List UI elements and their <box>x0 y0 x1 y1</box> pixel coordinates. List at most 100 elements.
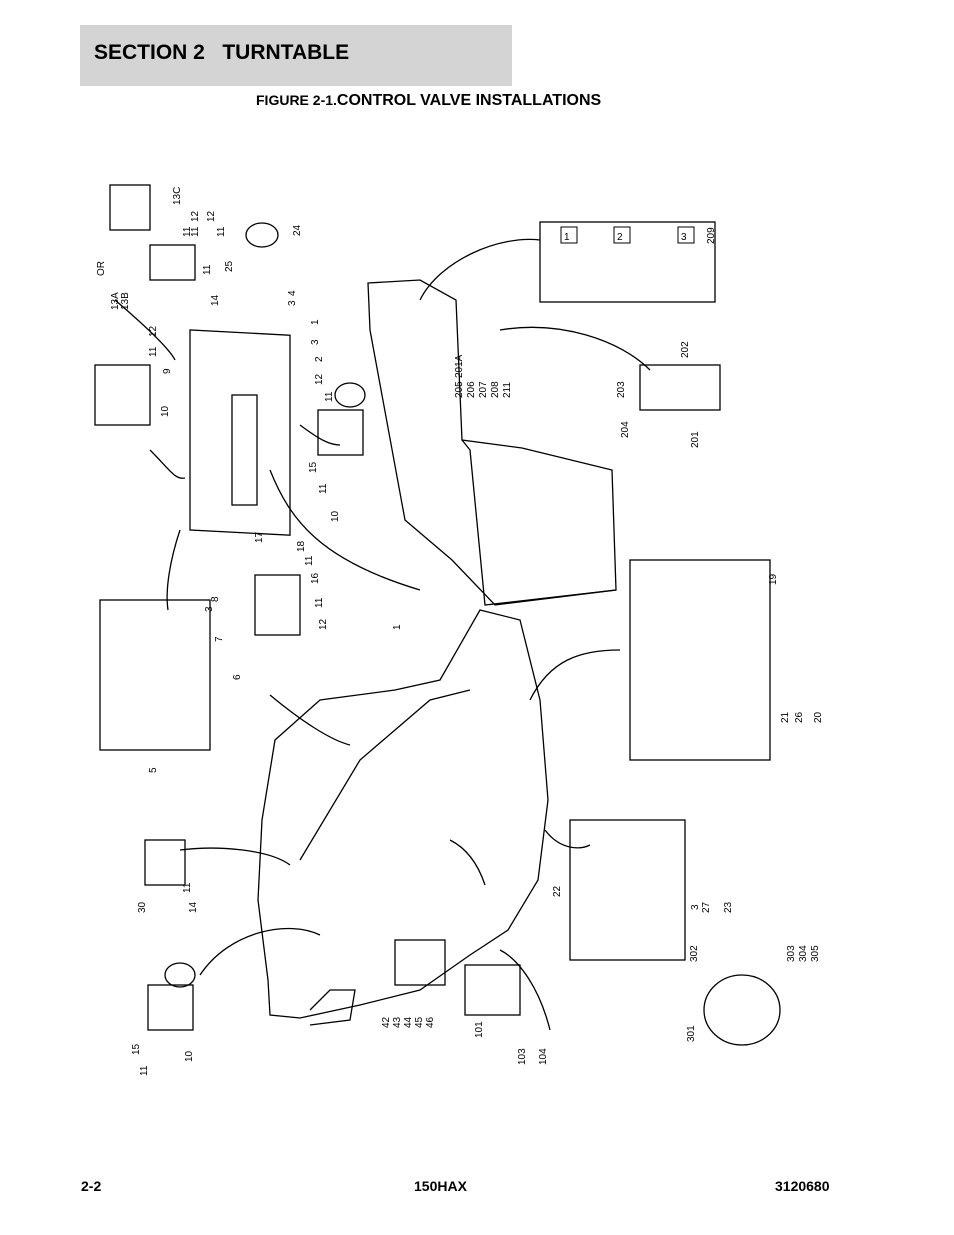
page-number: 2-2 <box>81 1178 102 1194</box>
callout-labels: 13C 12 11 24 OR 11 12 11 25 11 13A 13B 1… <box>96 187 824 1076</box>
turntable-upright <box>367 279 617 606</box>
callout-label: 201A <box>454 354 465 378</box>
callout-label: 10 <box>184 1050 195 1062</box>
leader-line <box>529 649 621 701</box>
callout-label: 211 <box>502 382 513 398</box>
valve-22 <box>569 819 686 961</box>
callout-label: 18 <box>296 540 307 552</box>
callout-label: 10 <box>160 405 171 417</box>
callout-label: 16 <box>310 572 321 584</box>
leader-line <box>499 326 651 371</box>
callout-label: 42 <box>381 1016 392 1028</box>
callout-label: 15 <box>308 461 319 473</box>
callout-label: 10 <box>330 510 341 522</box>
callout-label: 25 <box>224 260 235 272</box>
valve-201 <box>639 364 721 411</box>
leader-line <box>499 949 551 1031</box>
panel-number-1: 1 <box>564 232 570 243</box>
valve-9 <box>94 364 151 426</box>
panel-number-2: 2 <box>617 232 623 243</box>
callout-label: 20 <box>813 711 824 723</box>
callout-label: 11 <box>318 483 329 494</box>
leader-line <box>179 847 291 866</box>
leader-line <box>544 829 591 849</box>
callout-label: 11 <box>304 555 315 566</box>
valve-bank-5 <box>99 599 211 751</box>
leader-line <box>299 424 341 446</box>
leader-line <box>449 839 486 886</box>
callout-label: 11 <box>148 346 159 357</box>
leader-line <box>166 529 181 611</box>
leader-line <box>419 238 541 301</box>
callout-label: 205 <box>454 381 465 398</box>
callout-label: 208 <box>490 381 501 398</box>
callout-label: 46 <box>425 1016 436 1028</box>
turntable-rail-lower <box>309 989 356 1026</box>
callout-label: 304 <box>798 945 809 962</box>
callout-label: 203 <box>616 381 627 398</box>
callout-label: 2 <box>314 356 325 362</box>
callout-label: 15 <box>131 1043 142 1055</box>
callout-label: 11 <box>314 597 325 608</box>
callout-label: 12 <box>190 210 201 222</box>
callout-label: 202 <box>680 341 691 358</box>
callout-label: 209 <box>706 227 717 244</box>
valve-13a <box>149 244 196 281</box>
valve-16 <box>254 574 301 636</box>
callout-label: 8 <box>210 596 221 602</box>
document-number: 3120680 <box>775 1178 830 1194</box>
callout-label: 11 <box>139 1065 150 1076</box>
callout-label: 204 <box>620 421 631 438</box>
callout-label: 43 <box>392 1016 403 1028</box>
callout-label: 207 <box>478 381 489 398</box>
callout-label: 44 <box>403 1016 414 1028</box>
callout-label: 7 <box>214 636 225 642</box>
section-title: SECTION 2 TURNTABLE <box>94 41 350 64</box>
callout-label: 11 <box>216 226 227 237</box>
callout-label: 3 <box>310 339 321 345</box>
solenoid-15b-coil <box>164 962 196 988</box>
figure-title: FIGURE 2-1.CONTROL VALVE INSTALLATIONS <box>256 92 601 110</box>
valve-30 <box>144 839 186 886</box>
control-panel-numbers: 1 2 3 <box>560 226 695 244</box>
callout-label: 14 <box>210 294 221 306</box>
figure-number: FIGURE 2-1. <box>256 92 337 108</box>
callout-label: 27 <box>701 901 712 913</box>
callout-label: 30 <box>137 901 148 913</box>
callout-label: 11 <box>182 882 193 893</box>
callout-label: 104 <box>538 1048 549 1065</box>
callout-label: 22 <box>552 885 563 897</box>
callout-label: 19 <box>768 573 779 585</box>
callout-label: 9 <box>162 368 173 374</box>
figure-caption: CONTROL VALVE INSTALLATIONS <box>336 92 602 109</box>
leader-line <box>199 927 321 976</box>
turntable-box <box>461 439 617 606</box>
callout-label: 13C <box>172 187 183 205</box>
callout-label: 301 <box>686 1025 697 1042</box>
callout-label: 11 <box>182 226 193 237</box>
callout-label: 14 <box>188 901 199 913</box>
callout-label: 206 <box>466 381 477 398</box>
callout-label: 4 <box>287 290 298 296</box>
callout-label: 11 <box>190 226 201 237</box>
control-valve-19 <box>629 559 771 761</box>
callout-label: 201 <box>690 431 701 448</box>
callout-label: 101 <box>474 1021 485 1038</box>
exploded-view-drawing: 1 2 3 13C 12 11 24 OR 11 12 11 25 11 13A… <box>94 184 824 1076</box>
leader-line <box>269 469 421 591</box>
callout-label: 23 <box>723 901 734 913</box>
solenoid-15 <box>317 409 364 456</box>
callout-label: 17 <box>254 531 265 543</box>
leader-line <box>269 694 351 746</box>
terminal-block <box>394 939 446 986</box>
turntable-rail <box>299 689 471 861</box>
callout-label: 305 <box>810 945 821 962</box>
motor-301 <box>703 974 781 1046</box>
model-name: 150HAX <box>414 1178 467 1194</box>
callout-label: 45 <box>414 1016 425 1028</box>
callout-label: 12 <box>148 325 159 337</box>
callout-label: 26 <box>794 711 805 723</box>
callout-label: 1 <box>392 624 403 630</box>
solenoid-coil <box>334 382 366 408</box>
callout-label: 303 <box>786 945 797 962</box>
